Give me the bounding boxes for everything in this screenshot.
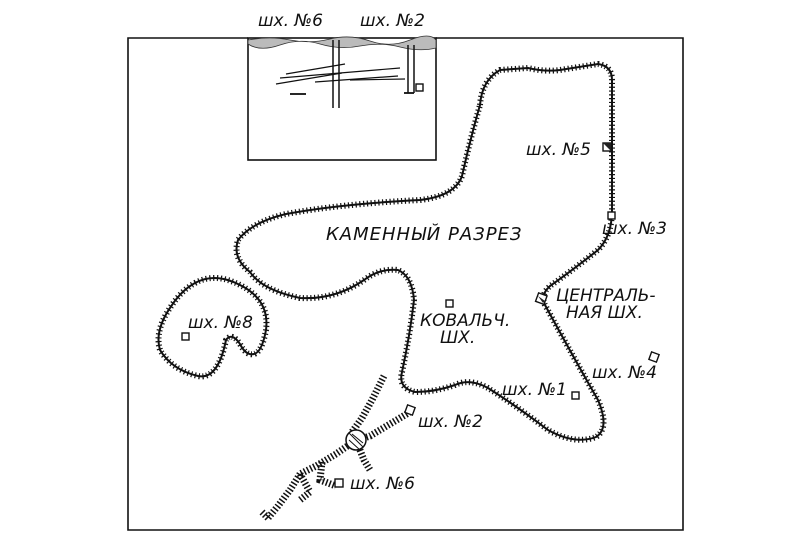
- shaft-4-marker: [647, 350, 661, 364]
- kovalch-shaft-marker: [445, 299, 454, 308]
- label-central-shaft-2: НАЯ ШХ.: [566, 303, 643, 323]
- label-kovalch-2: ШХ.: [440, 328, 475, 348]
- inset-shaft-marker: [415, 83, 424, 92]
- map-frame: [127, 37, 684, 531]
- label-kamenny-razrez: КАМЕННЫЙ РАЗРЕЗ: [326, 223, 522, 245]
- inset-label-shaft-2: шх. №2: [360, 11, 425, 31]
- shaft-1-marker: [571, 391, 580, 400]
- label-shaft-2: шх. №2: [418, 412, 483, 432]
- label-kovalch-1: КОВАЛЬЧ.: [420, 311, 510, 331]
- inset-seam-4: [314, 75, 399, 83]
- inset-seam-2: [275, 72, 343, 85]
- map-labels: КАМЕННЫЙ РАЗРЕЗ шх. №5 шх. №3 ЦЕНТРАЛЬ- …: [188, 140, 667, 494]
- inset-cross-section: шх. №6 шх. №2: [247, 11, 437, 161]
- label-central-shaft-1: ЦЕНТРАЛЬ-: [556, 286, 656, 306]
- inset-surface-band: [247, 35, 437, 51]
- inset-label-shaft-6: шх. №6: [258, 11, 323, 31]
- shaft-markers: [181, 142, 661, 488]
- inset-seam-1: [285, 63, 346, 75]
- label-shaft-4: шх. №4: [592, 363, 657, 383]
- shaft-3-marker: [607, 211, 616, 220]
- shaft-8-area-outline: [155, 275, 270, 380]
- label-shaft-3: шх. №3: [602, 219, 667, 239]
- label-shaft-1: шх. №1: [502, 380, 567, 400]
- label-shaft-6: шх. №6: [350, 474, 415, 494]
- shaft-6-marker: [334, 478, 344, 488]
- label-shaft-8: шх. №8: [188, 313, 253, 333]
- shaft-2-marker: [403, 403, 417, 417]
- shaft-8-marker: [181, 332, 190, 341]
- inset-seam-3: [279, 67, 401, 79]
- label-shaft-5: шх. №5: [526, 140, 591, 160]
- kamenny-razrez-outline: [233, 60, 615, 443]
- underground-workings: [259, 374, 412, 521]
- inset-seam-5: [349, 78, 406, 81]
